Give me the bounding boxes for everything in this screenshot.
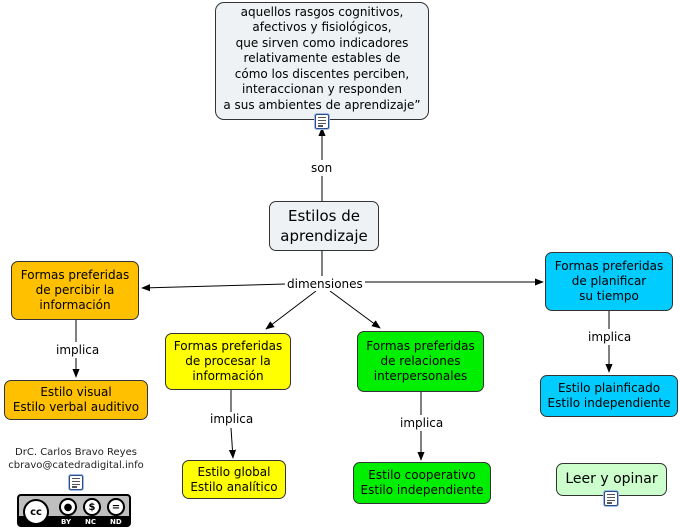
document-icon[interactable] — [604, 491, 618, 506]
edge-dim-process — [265, 290, 317, 330]
edge-dim-relations — [329, 290, 381, 329]
cc-license-badge[interactable]: cc ● $ = BY NC ND — [17, 494, 131, 527]
perceive-text: Formas preferidas de percibir la informa… — [20, 268, 130, 312]
nd-label: ND — [110, 518, 122, 526]
global-text: Estilo global Estilo analítico — [190, 464, 278, 494]
planned-node: Estilo plainficado Estilo independiente — [540, 375, 678, 417]
plan-text: Formas preferidas de planificar su tiemp… — [554, 259, 664, 303]
attribution-icon: ● — [59, 498, 77, 516]
definition-node: aquellos rasgos cognitivos, afectivos y … — [215, 2, 429, 120]
coop-node: Estilo cooperativo Estilo independiente — [353, 462, 491, 504]
cc-badge-band — [19, 516, 129, 525]
author-name: DrC. Carlos Bravo Reyes — [15, 447, 137, 458]
coop-text: Estilo cooperativo Estilo independiente — [360, 468, 484, 497]
cc-logo-text: cc — [30, 506, 42, 518]
noderivatives-icon: = — [107, 498, 125, 516]
read-node[interactable]: Leer y opinar — [556, 463, 667, 496]
root-text: Estilos de aprendizaje — [280, 207, 368, 245]
process-node: Formas preferidas de procesar la informa… — [165, 333, 291, 390]
nc-label: NC — [85, 518, 96, 526]
document-icon[interactable] — [315, 114, 329, 129]
relations-node: Formas preferidas de relaciones interper… — [357, 331, 484, 392]
by-label: BY — [61, 518, 72, 526]
definition-text: aquellos rasgos cognitivos, afectivos y … — [223, 4, 421, 112]
link-label-implica-perceive: implica — [54, 343, 102, 357]
link-label-implica-relations: implica — [398, 416, 446, 430]
document-icon[interactable] — [69, 475, 83, 490]
visual-text: Estilo visual Estilo verbal auditivo — [12, 385, 140, 414]
global-node: Estilo global Estilo analítico — [182, 460, 286, 499]
relations-text: Formas preferidas de relaciones interper… — [366, 339, 475, 383]
cc-logo-icon: cc — [23, 499, 49, 525]
link-label-implica-plan: implica — [586, 330, 634, 344]
link-label-son: son — [309, 161, 335, 175]
edge-implica-global — [228, 427, 237, 459]
link-label-implica-process: implica — [208, 412, 256, 426]
author-email[interactable]: cbravo@catedradigital.info — [8, 460, 144, 471]
process-text: Formas preferidas de procesar la informa… — [173, 339, 283, 383]
perceive-node: Formas preferidas de percibir la informa… — [11, 261, 139, 320]
root-node: Estilos de aprendizaje — [269, 201, 379, 251]
planned-text: Estilo plainficado Estilo independiente — [547, 381, 671, 410]
author-credit: DrC. Carlos Bravo Reyes cbravo@catedradi… — [6, 446, 146, 472]
link-label-dimensiones: dimensiones — [285, 277, 365, 291]
read-text: Leer y opinar — [565, 471, 658, 487]
edge-dim-perceive — [141, 283, 287, 292]
plan-node: Formas preferidas de planificar su tiemp… — [545, 252, 673, 311]
noncommercial-icon: $ — [83, 498, 101, 516]
visual-node: Estilo visual Estilo verbal auditivo — [4, 380, 148, 420]
